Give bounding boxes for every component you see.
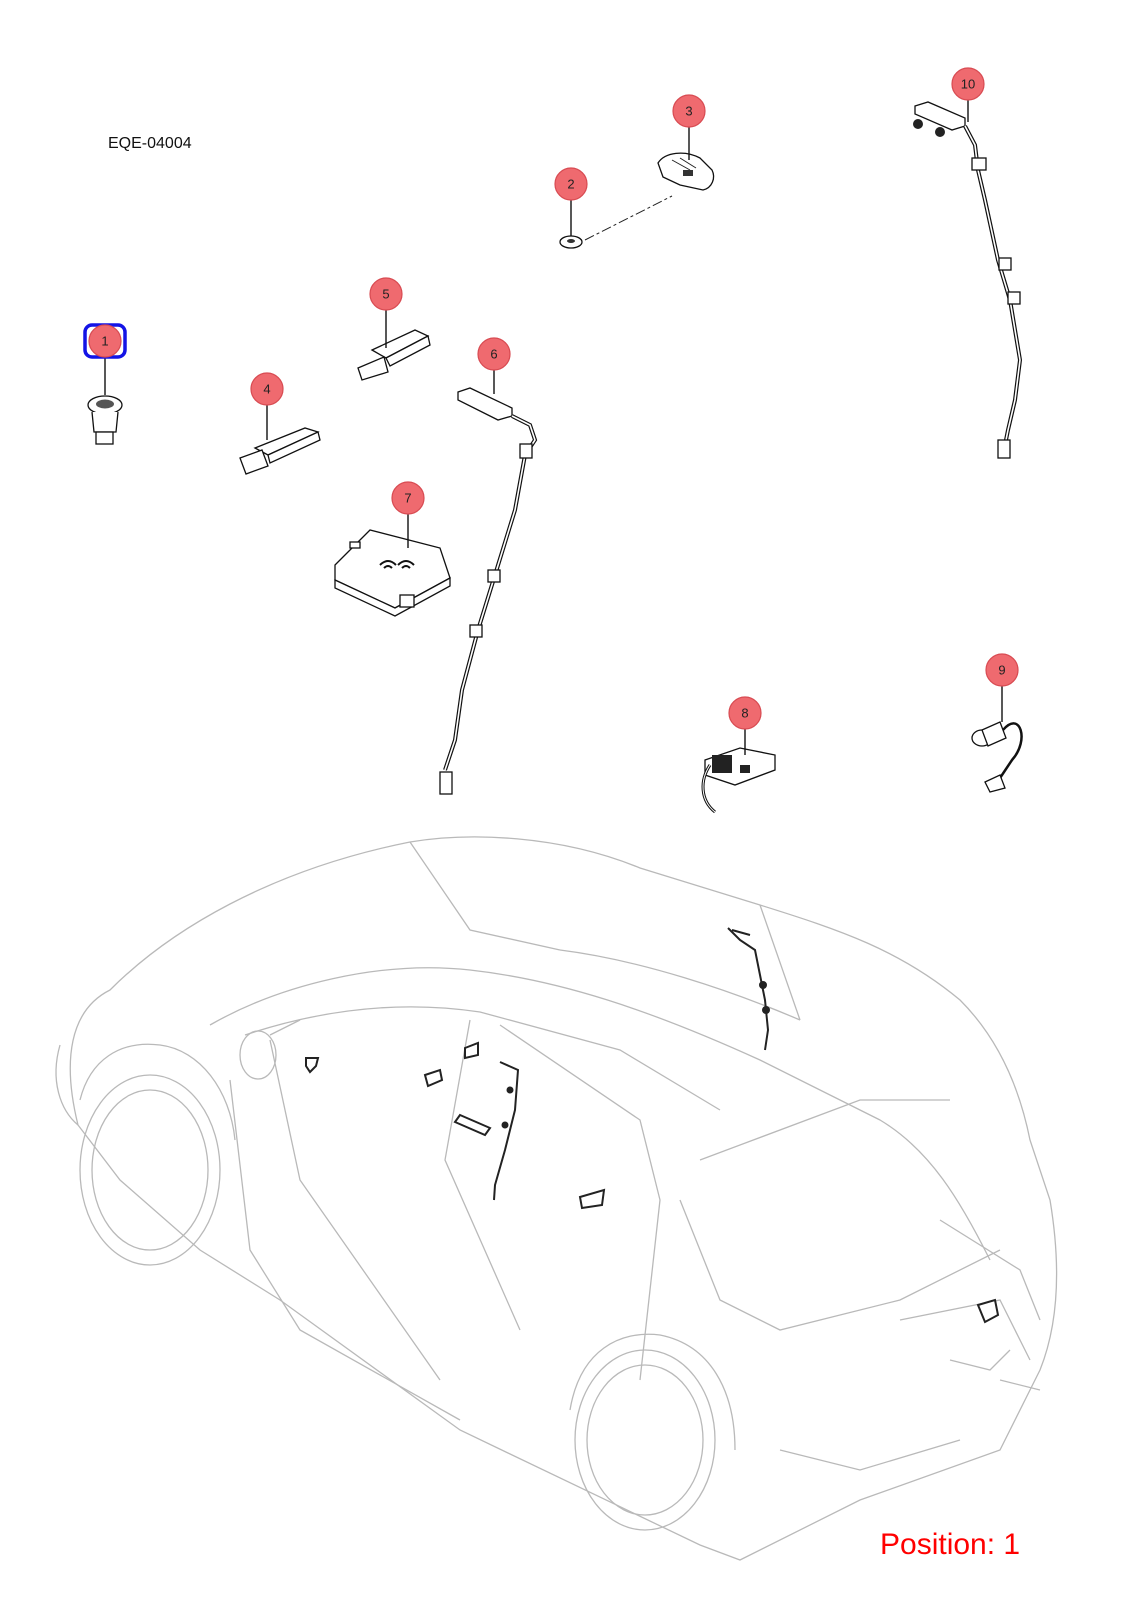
callout-number: 8	[741, 706, 748, 721]
callout-10[interactable]: 10	[951, 67, 985, 101]
callout-8[interactable]: 8	[728, 696, 762, 730]
diagram-code: EQE-04004	[108, 135, 192, 152]
callout-9[interactable]: 9	[985, 653, 1019, 687]
callout-number: 4	[263, 382, 270, 397]
part-10-harness	[913, 101, 1023, 459]
callout-number: 2	[567, 177, 574, 192]
callout-bubble	[554, 167, 588, 201]
callout-bubble	[369, 277, 403, 311]
leader-lines	[104, 100, 1003, 755]
callout-number: 10	[961, 77, 975, 92]
part-3-key-fob	[657, 152, 715, 191]
part-8-bracket	[701, 747, 776, 814]
callout-number: 3	[685, 104, 692, 119]
position-label: Position: 1	[880, 1528, 1021, 1561]
callout-bubble	[391, 481, 425, 515]
callout-7[interactable]: 7	[391, 481, 425, 515]
callout-5[interactable]: 5	[369, 277, 403, 311]
callout-number: 9	[998, 663, 1005, 678]
car-installed-parts	[305, 927, 1000, 1324]
callout-bubble	[951, 67, 985, 101]
callout-bubble	[728, 696, 762, 730]
part-2-washer	[559, 195, 673, 249]
callout-1[interactable]: 1	[83, 323, 127, 359]
callout-group: 1 2 3 4 5 6 7 8 9 10	[83, 67, 1019, 730]
callout-number: 1	[101, 334, 108, 349]
callout-2[interactable]: 2	[554, 167, 588, 201]
car-outline	[55, 836, 1058, 1561]
callout-number: 7	[404, 491, 411, 506]
callout-bubble	[477, 337, 511, 371]
callout-4[interactable]: 4	[250, 372, 284, 406]
callout-bubble	[88, 324, 122, 358]
part-1-cap	[87, 395, 123, 445]
callout-bubble	[672, 94, 706, 128]
callout-number: 5	[382, 287, 389, 302]
part-5-antenna	[357, 329, 431, 381]
part-9-sensor	[971, 721, 1023, 793]
callout-number: 6	[490, 347, 497, 362]
callout-bubble	[985, 653, 1019, 687]
callout-bubble	[250, 372, 284, 406]
part-7-wireless-module	[334, 529, 451, 617]
part-6-harness	[439, 387, 538, 795]
callout-3[interactable]: 3	[672, 94, 706, 128]
callout-6[interactable]: 6	[477, 337, 511, 371]
part-4-antenna	[239, 427, 321, 475]
